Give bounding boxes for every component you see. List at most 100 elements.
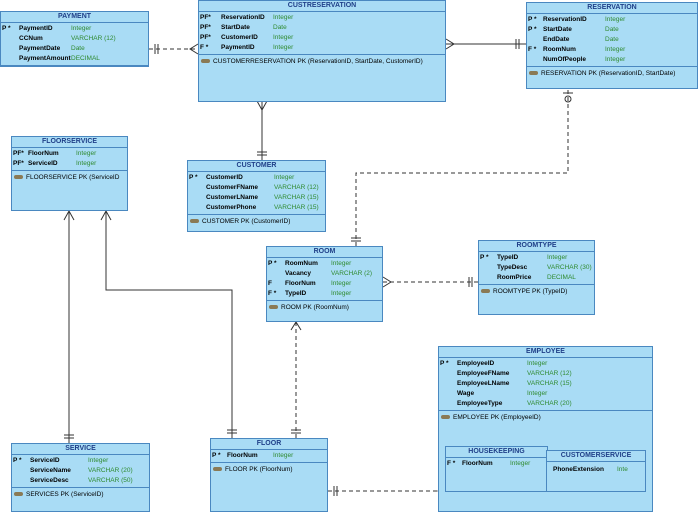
attribute-name: Wage [457, 390, 475, 397]
attribute-name: EmployeeType [457, 400, 503, 407]
key-indicator [439, 369, 457, 379]
attribute-name: RoomNum [285, 260, 318, 267]
attribute-name: ServiceDesc [30, 477, 69, 484]
key-icon [201, 59, 210, 63]
primary-key-constraint: PAYMENT PK (PaymentID) [1, 66, 148, 67]
attribute-type: Integer [605, 46, 626, 53]
attribute-row: ServiceName VARCHAR (20) [12, 466, 149, 476]
attribute-name: CustomerPhone [206, 204, 257, 211]
attribute-name: ServiceID [30, 457, 60, 464]
primary-key-label: ROOMTYPE PK (TypeID) [493, 287, 568, 295]
key-indicator: F * [200, 44, 209, 51]
key-icon [269, 305, 278, 309]
attribute-row: PF* ReservationID Integer [199, 13, 445, 23]
entity-title: ROOMTYPE [479, 241, 594, 252]
key-indicator [527, 35, 543, 45]
attribute-type: VARCHAR (2) [331, 270, 373, 277]
attribute-type: Integer [331, 260, 352, 267]
attribute-type: Integer [273, 14, 294, 21]
attribute-type: VARCHAR (15) [527, 380, 572, 387]
key-indicator: F * [447, 460, 456, 467]
attribute-type: Integer [76, 160, 97, 167]
primary-key-label: EMPLOYEE PK (EmployeeID) [453, 413, 541, 421]
attribute-name: Vacancy [285, 270, 312, 277]
key-icon [481, 289, 490, 293]
key-indicator: P * [189, 174, 198, 181]
attribute-row: TypeDesc VARCHAR (30) [479, 263, 594, 273]
primary-key-label: RESERVATION PK (ReservationID, StartDate… [541, 69, 676, 77]
attribute-type: VARCHAR (20) [88, 467, 133, 474]
key-indicator: PF* [200, 14, 211, 21]
attribute-type: Integer [273, 34, 294, 41]
attribute-type: Integer [274, 174, 295, 181]
attribute-type: Integer [273, 44, 294, 51]
attribute-name: FloorNum [28, 150, 59, 157]
key-indicator [479, 263, 497, 273]
primary-key-constraint: FLOOR PK (FloorNum) [211, 463, 327, 475]
key-indicator: F * [528, 46, 537, 53]
attribute-name: ServiceName [30, 467, 71, 474]
key-icon [441, 415, 450, 419]
attribute-type: VARCHAR (30) [547, 264, 592, 271]
entity-title: HOUSEKEEPING [446, 447, 547, 458]
attribute-name: ReservationID [543, 16, 587, 23]
entity-title: CUSTOMER [188, 161, 325, 172]
attribute-type: DECIMAL [71, 55, 100, 62]
attribute-name: PhoneExtension [553, 466, 604, 473]
entity-title: PAYMENT [1, 12, 148, 23]
attribute-name: CustomerID [221, 34, 258, 41]
attribute-name: CCNum [19, 35, 43, 42]
attribute-name: EmployeeLName [457, 380, 510, 387]
key-icon [213, 467, 222, 471]
key-indicator [188, 193, 206, 203]
attribute-type: Integer [605, 56, 626, 63]
entity-title: CUSTRESERVATION [199, 1, 445, 12]
entity-title: FLOOR [211, 439, 327, 450]
attribute-type: Date [605, 36, 619, 43]
key-indicator [1, 44, 19, 54]
attribute-name: NumOfPeople [543, 56, 586, 63]
key-indicator: PF* [13, 150, 24, 157]
primary-key-label: CUSTOMERRESERVATION PK (ReservationID, S… [213, 57, 423, 65]
attribute-row: Vacancy VARCHAR (2) [267, 269, 382, 279]
attribute-name: TypeDesc [497, 264, 528, 271]
attribute-name: ReservationID [221, 14, 265, 21]
rel-reservation-room [355, 90, 569, 246]
attribute-type: Date [71, 45, 85, 52]
attribute-row: NumOfPeople Integer [527, 55, 697, 65]
key-indicator [439, 379, 457, 389]
primary-key-constraint: ROOMTYPE PK (TypeID) [479, 285, 594, 297]
key-indicator [439, 389, 457, 399]
attribute-name: TypeID [285, 290, 307, 297]
primary-key-constraint: RESERVATION PK (ReservationID, StartDate… [527, 67, 697, 79]
key-indicator [439, 399, 457, 409]
